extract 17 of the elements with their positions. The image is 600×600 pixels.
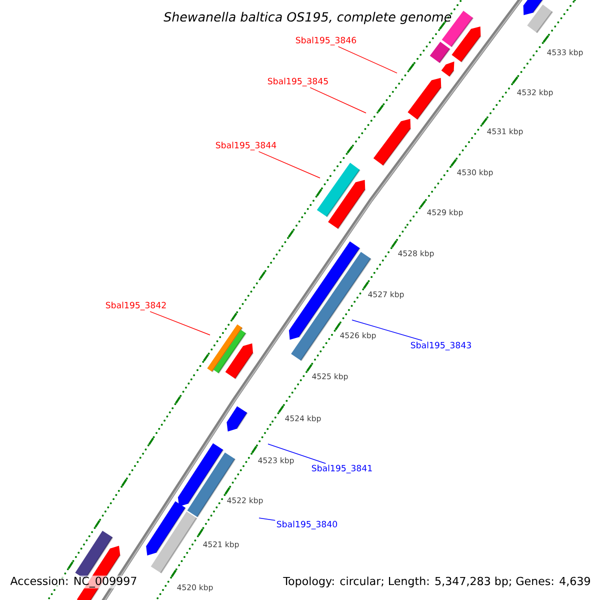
leader-line [268,444,326,464]
topology-text: Topology: circular; Length: 5,347,283 bp; Genes: 4,639 [282,576,592,588]
gene-label: Sbal195_3842 [106,302,166,310]
gene-label: Sbal195_3843 [410,342,471,350]
accession-text: Accession: NC_009997 [9,576,138,588]
gene-label: Sbal195_3841 [312,464,372,474]
leader-line [258,518,276,521]
gene-label: Sbal195_3844 [216,142,276,150]
gene-label: Sbal195_3846 [296,36,356,46]
leader-line [150,311,210,336]
gene-label: Sbal195_3840 [276,520,338,530]
gene-label: Sbal195_3845 [268,78,328,86]
leader-line [258,151,320,178]
leader-line [310,87,366,114]
leader-line [338,46,398,74]
title: Shewanella baltica OS195, complete genome [164,12,452,24]
leader-line [352,320,422,341]
